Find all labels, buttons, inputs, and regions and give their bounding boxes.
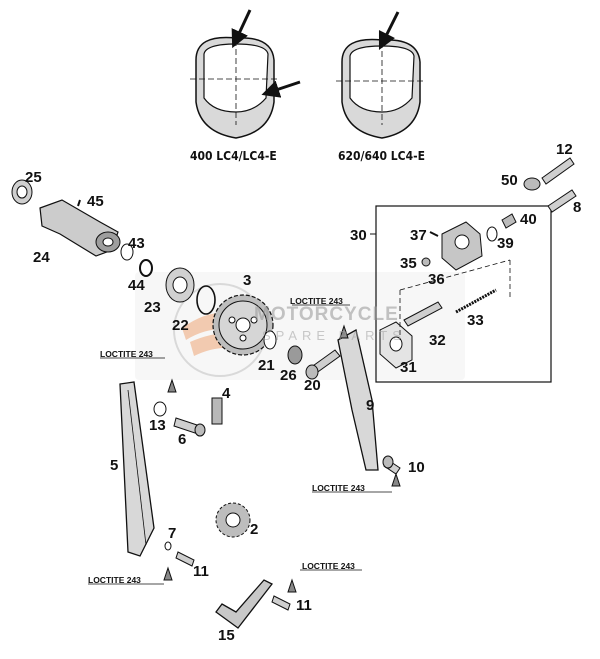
caption-620-640-lc4: 620/640 LC4-E	[338, 149, 425, 163]
part-number-37: 37	[410, 227, 427, 244]
cylinder-head-400	[190, 9, 301, 139]
part-9-tensioner-rail	[337, 329, 379, 471]
cylinder-head-620	[336, 11, 426, 139]
part-7-washer	[164, 541, 172, 551]
part-36-tensioner-body	[441, 221, 483, 271]
part-12-bolt	[541, 157, 575, 185]
part-22-circlip	[196, 285, 216, 315]
loctite-label-lower-left: LOCTITE 243	[88, 575, 141, 585]
part-number-10: 10	[408, 459, 425, 476]
part-number-35: 35	[400, 255, 417, 272]
caption-400-lc4: 400 LC4/LC4-E	[190, 149, 277, 163]
loctite-drop-4	[163, 566, 173, 581]
part-number-5: 5	[110, 457, 119, 474]
part-50-clamp	[523, 177, 541, 191]
part-number-22: 22	[172, 317, 189, 334]
part-number-26: 26	[280, 367, 297, 384]
part-37-pin	[429, 231, 439, 237]
part-24-camshaft	[39, 199, 121, 257]
part-21-washer	[263, 330, 277, 350]
part-35-nut	[421, 257, 431, 267]
part-45-pin	[77, 199, 81, 207]
part-13-seal-ring	[153, 401, 167, 417]
part-3-camshaft-sprocket	[212, 294, 274, 356]
part-2-crank-sprocket	[215, 502, 251, 538]
loctite-label-upper-left: LOCTITE 243	[100, 349, 153, 359]
part-number-15: 15	[218, 627, 235, 644]
part-number-2: 2	[250, 521, 259, 538]
watermark-text-line2: SPARE PARTS	[262, 328, 406, 343]
loctite-drop-5	[287, 578, 297, 593]
part-number-25: 25	[25, 169, 42, 186]
part-number-50: 50	[501, 172, 518, 189]
part-number-33: 33	[467, 312, 484, 329]
part-11-bolt-right	[271, 595, 291, 611]
part-23-seal	[139, 259, 153, 277]
part-number-23: 23	[144, 299, 161, 316]
part-10-bolt	[382, 455, 401, 475]
part-number-3: 3	[243, 272, 252, 289]
part-32-bolt	[403, 301, 443, 327]
loctite-label-upper-mid: LOCTITE 243	[290, 296, 343, 306]
assembly-guide-lines	[399, 259, 511, 340]
part-11-bolt-left	[175, 551, 195, 567]
part-25-bearing	[11, 179, 33, 205]
part-number-21: 21	[258, 357, 275, 374]
loctite-label-lower-right: LOCTITE 243	[302, 561, 355, 571]
part-number-20: 20	[304, 377, 321, 394]
part-number-45: 45	[87, 193, 104, 210]
part-15-guide	[215, 579, 273, 629]
part-39-seal	[486, 226, 498, 242]
part-number-4: 4	[222, 385, 231, 402]
part-number-40: 40	[520, 211, 537, 228]
part-number-30: 30	[350, 227, 367, 244]
part-33-spring-rod	[455, 288, 497, 314]
part-number-11-left: 11	[193, 563, 209, 580]
part-number-11-right: 11	[296, 597, 312, 614]
part-6-bolt	[173, 417, 206, 437]
part-number-32: 32	[429, 332, 446, 349]
part-40-plug	[501, 213, 517, 229]
part-number-24: 24	[33, 249, 50, 266]
loctite-label-mid-right: LOCTITE 243	[312, 483, 365, 493]
part-number-7: 7	[168, 525, 177, 542]
part-number-39: 39	[497, 235, 514, 252]
loctite-drop-2	[339, 324, 349, 339]
part-26-nut	[287, 345, 303, 365]
part-number-31: 31	[400, 359, 417, 376]
part-number-6: 6	[178, 431, 187, 448]
part-31-gasket	[379, 321, 413, 369]
part-8-bolt	[547, 189, 577, 213]
loctite-drop-1	[167, 378, 177, 393]
part-number-36: 36	[428, 271, 445, 288]
part-5-guide-rail	[119, 381, 155, 557]
part-number-12: 12	[556, 141, 573, 158]
part-4-tensioner-pad	[211, 397, 223, 425]
part-number-44: 44	[128, 277, 145, 294]
part-30-assembly-box	[375, 205, 552, 383]
part-20-bolt	[305, 349, 341, 380]
part-number-13: 13	[149, 417, 166, 434]
part-44-ring	[120, 243, 134, 261]
part-number-9: 9	[366, 397, 375, 414]
part-22-bearing	[165, 267, 195, 303]
watermark-text-line1: MOTORCYCLE	[254, 304, 399, 325]
part-number-43: 43	[128, 235, 145, 252]
loctite-drop-3	[391, 472, 401, 487]
part-number-8: 8	[573, 199, 582, 216]
